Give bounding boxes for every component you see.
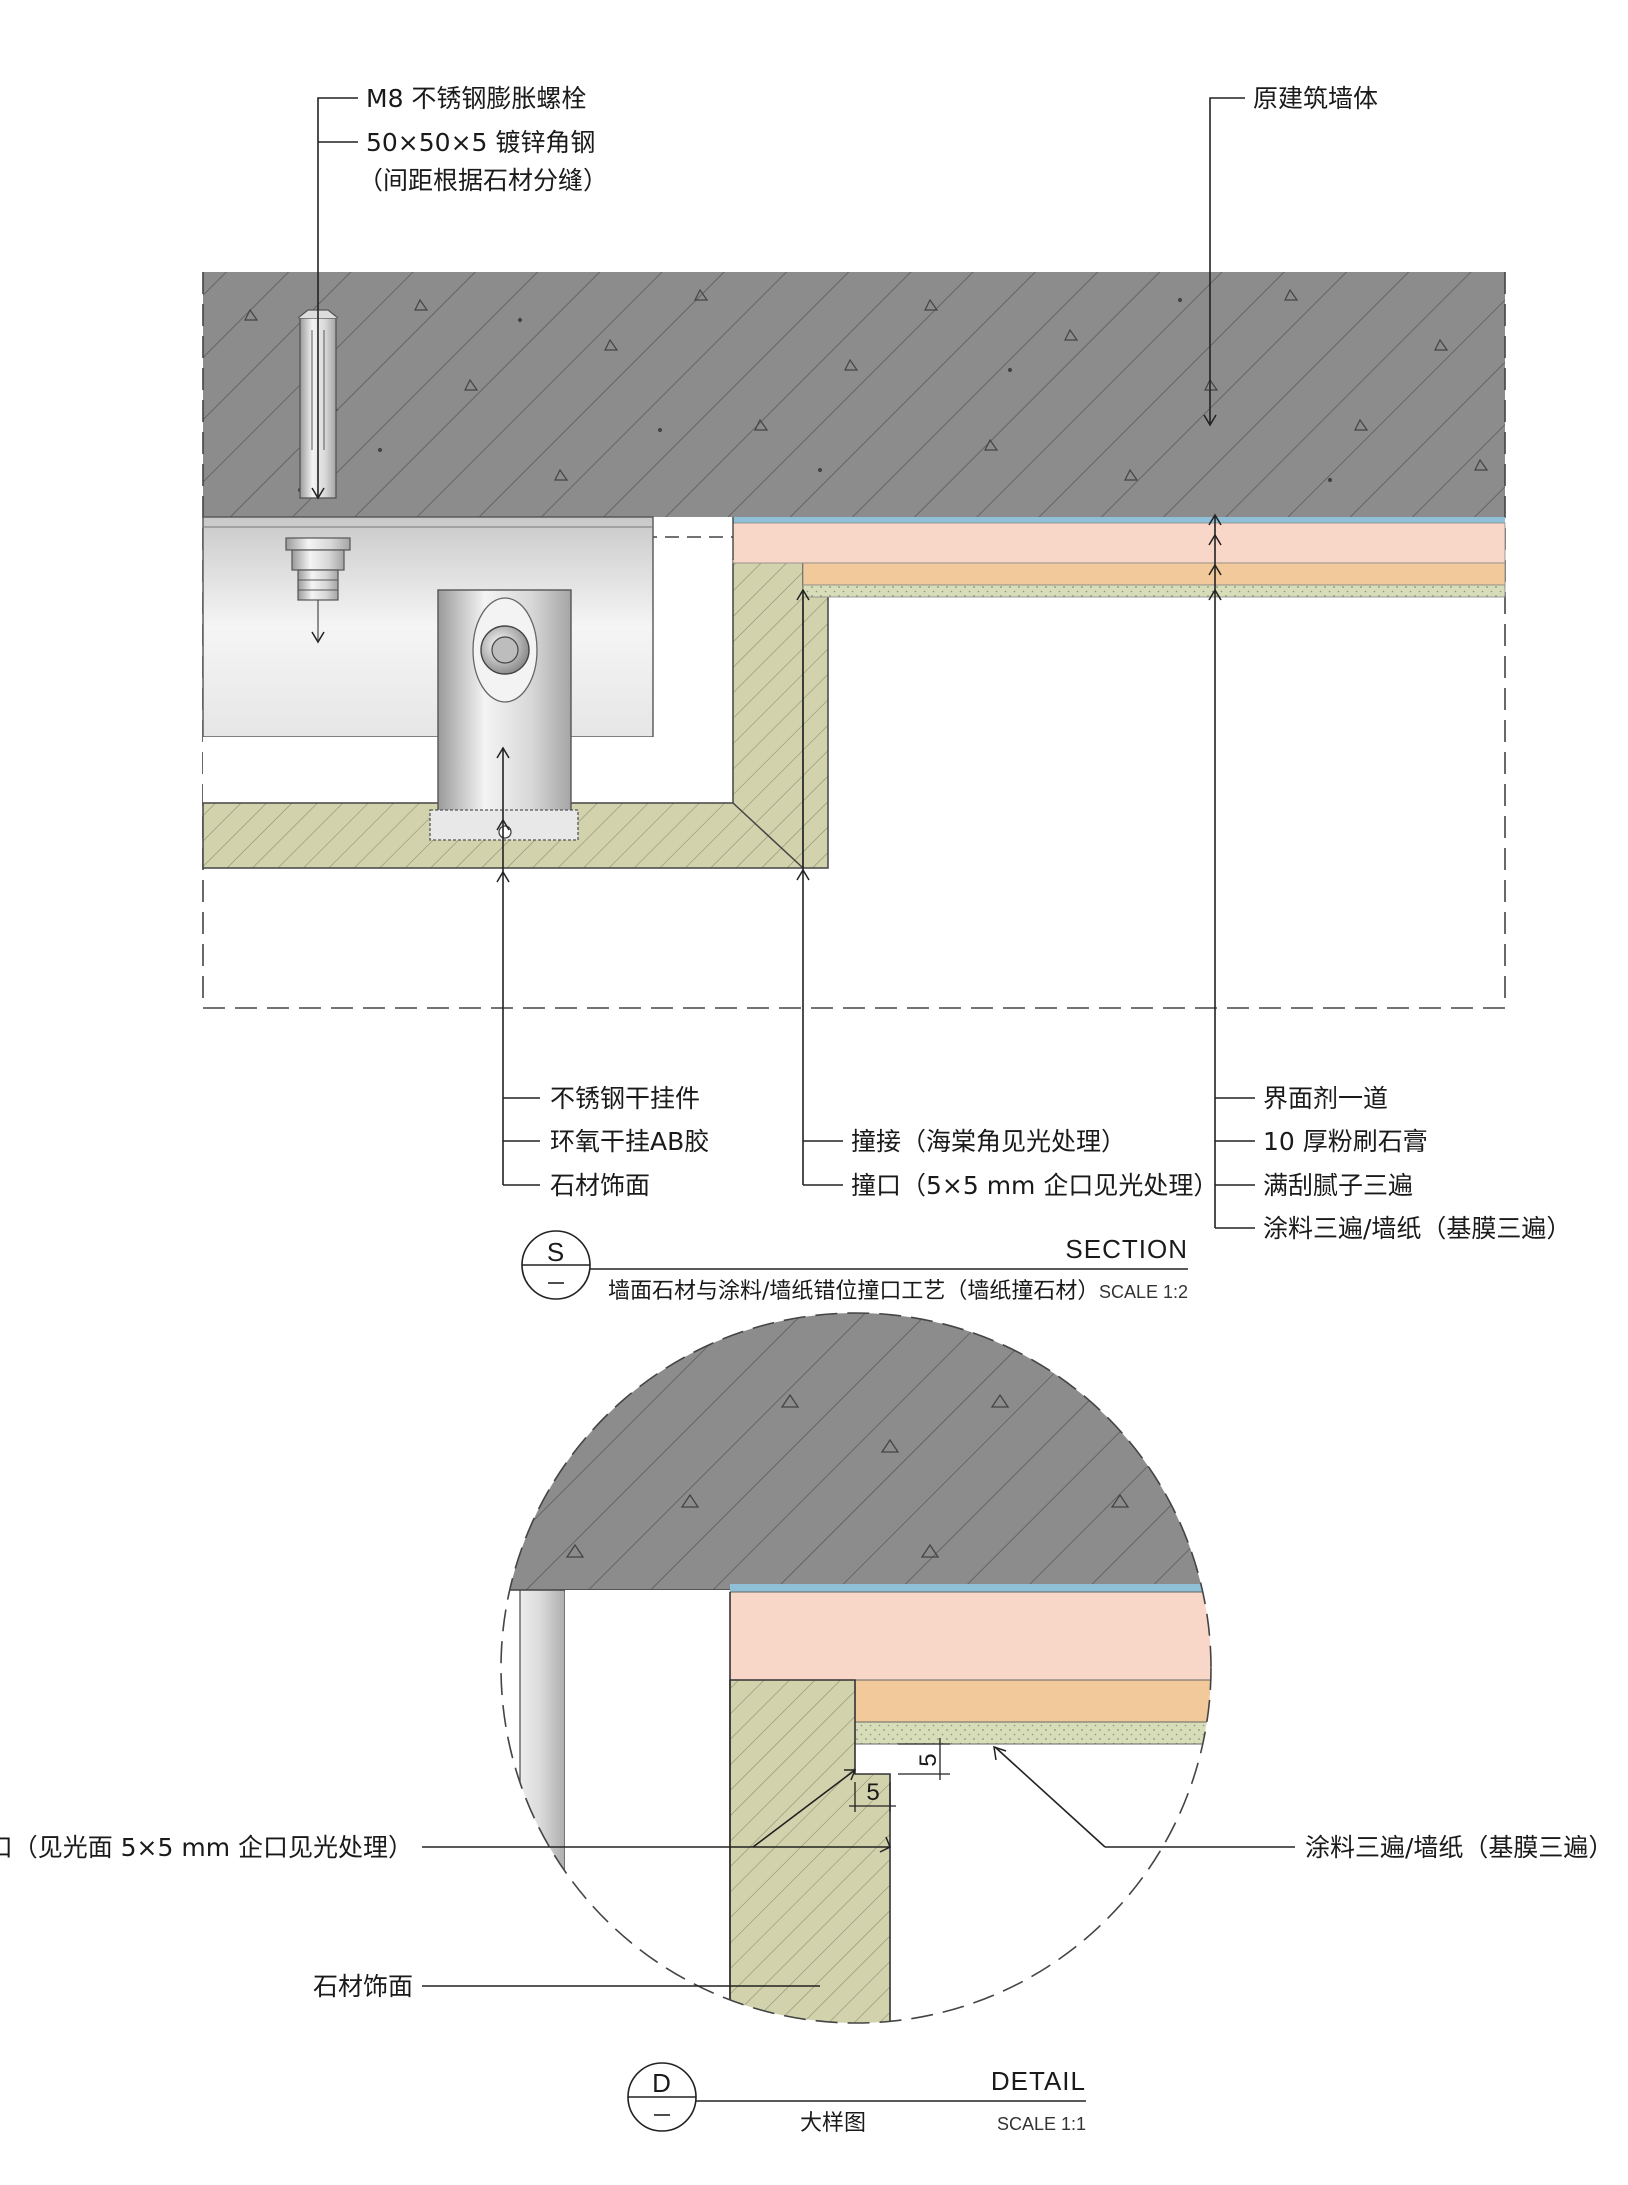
label-epoxy-glue: 环氧干挂AB胶 — [550, 1127, 709, 1156]
detail-label-butt-edge: 撞口（见光面 5×5 mm 企口见光处理） — [0, 1833, 413, 1862]
detail-circle — [500, 1312, 1212, 2024]
label-angle-steel: 50×50×5 镀锌角钢 — [366, 128, 595, 157]
detail-label-paint-wallpaper: 涂料三遍/墙纸（基膜三遍） — [1305, 1833, 1613, 1862]
paint-layer — [802, 584, 1506, 598]
gypsum-layer — [732, 522, 1506, 564]
putty-layer — [802, 562, 1506, 586]
label-paint-wallpaper: 涂料三遍/墙纸（基膜三遍） — [1263, 1214, 1571, 1243]
label-ss-pendant: 不锈钢干挂件 — [550, 1084, 700, 1113]
label-butt-joint: 撞接（海棠角见光处理） — [851, 1127, 1126, 1156]
label-interface-agent: 界面剂一道 — [1263, 1084, 1388, 1113]
concrete-aggregate — [244, 288, 1489, 493]
detail-title-scale: SCALE 1:1 — [997, 2114, 1086, 2134]
interface-layer — [733, 517, 1505, 523]
detail-dimensions — [849, 1738, 950, 1812]
section-leaders — [311, 97, 1255, 1229]
detail-label-stone-finish: 石材饰面 — [313, 1972, 413, 2001]
dim-vertical: 5 — [915, 1753, 942, 1766]
label-stone-finish: 石材饰面 — [550, 1171, 650, 1200]
detail-putty-layer — [854, 1679, 1211, 1723]
section-title-letter: S — [547, 1237, 565, 1267]
label-original-wall: 原建筑墙体 — [1253, 84, 1378, 113]
section-title-name: 墙面石材与涂料/墙纸错位撞口工艺（墙纸撞石材） — [608, 1279, 1099, 1304]
section-title-block: S SECTION 墙面石材与涂料/墙纸错位撞口工艺（墙纸撞石材） SCALE … — [521, 1230, 1188, 1304]
section-drawing: M8 不锈钢膨胀螺栓 50×50×5 镀锌角钢 （间距根据石材分缝） 原建筑墙体… — [202, 84, 1571, 1304]
angle-steel — [202, 516, 654, 738]
detail-interface-layer — [730, 1584, 1211, 1592]
dim-horizontal: 5 — [866, 1779, 879, 1806]
label-putty: 满刮腻子三遍 — [1263, 1171, 1413, 1200]
detail-concrete — [501, 1313, 1211, 1590]
section-title-scale: SCALE 1:2 — [1099, 1282, 1188, 1302]
label-anchor-bolt: M8 不锈钢膨胀螺栓 — [366, 84, 586, 113]
label-butt-edge: 撞口（5×5 mm 企口见光处理） — [851, 1171, 1218, 1200]
detail-title-block: D DETAIL 大样图 SCALE 1:1 — [627, 2062, 1086, 2136]
label-angle-spacing: （间距根据石材分缝） — [358, 166, 608, 195]
stainless-pendant — [429, 589, 579, 841]
detail-paint-layer — [854, 1721, 1211, 1745]
detail-leaders — [422, 1745, 1295, 1987]
label-gypsum: 10 厚粉刷石膏 — [1263, 1127, 1428, 1156]
detail-drawing: 5 5 撞口（见光面 5×5 mm 企口见光处理） 石材饰面 涂料三遍/墙纸（基… — [0, 1312, 1613, 2136]
section-title-word: SECTION — [1065, 1234, 1188, 1264]
detail-title-word: DETAIL — [991, 2066, 1086, 2096]
concrete-wall — [203, 272, 1505, 517]
detail-title-letter: D — [652, 2068, 672, 2098]
detail-title-name: 大样图 — [800, 2111, 866, 2136]
detail-stone-panel — [729, 1679, 891, 2023]
detail-gypsum-layer — [729, 1591, 1211, 1681]
